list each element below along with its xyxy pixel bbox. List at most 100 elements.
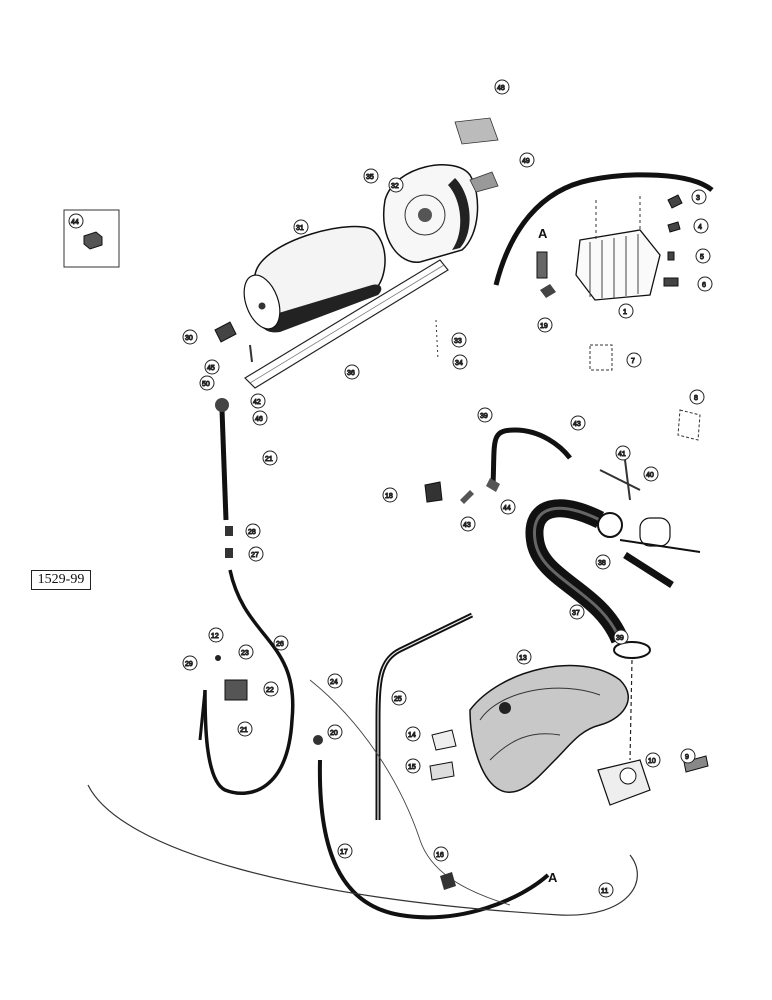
fitting-27 bbox=[225, 548, 233, 558]
svg-text:7: 7 bbox=[631, 358, 635, 365]
callout: 45 bbox=[204, 359, 220, 375]
svg-text:27: 27 bbox=[251, 552, 259, 559]
callout: 19 bbox=[537, 317, 553, 333]
connection-letter-lower: A bbox=[548, 870, 558, 885]
callout: 28 bbox=[245, 523, 261, 539]
svg-text:44: 44 bbox=[503, 505, 511, 512]
nut-12 bbox=[215, 655, 221, 661]
tube-25-highlight bbox=[377, 614, 473, 820]
callout: 30 bbox=[182, 329, 198, 345]
svg-text:32: 32 bbox=[391, 183, 399, 190]
callout: 27 bbox=[248, 546, 264, 562]
svg-text:26: 26 bbox=[276, 641, 284, 648]
connection-letter-upper: A bbox=[538, 226, 548, 241]
callout: 15 bbox=[405, 758, 421, 774]
svg-text:41: 41 bbox=[618, 451, 626, 458]
callout: 38 bbox=[595, 554, 611, 570]
callout: 18 bbox=[382, 487, 398, 503]
svg-text:45: 45 bbox=[207, 365, 215, 372]
callout: 32 bbox=[388, 177, 404, 193]
plug-9 bbox=[683, 755, 709, 773]
svg-text:25: 25 bbox=[394, 696, 402, 703]
callout: 34 bbox=[452, 354, 468, 370]
compressor-cover bbox=[382, 164, 479, 263]
valve-10 bbox=[597, 659, 651, 806]
callout: 10 bbox=[645, 752, 661, 768]
callout: 21 bbox=[237, 721, 253, 737]
callout: 6 bbox=[697, 276, 713, 292]
svg-text:49: 49 bbox=[522, 158, 530, 165]
svg-text:50: 50 bbox=[202, 381, 210, 388]
callout: 44 bbox=[500, 499, 516, 515]
callout: 35 bbox=[363, 168, 379, 184]
tube-25 bbox=[375, 612, 474, 820]
callout: 39 bbox=[477, 407, 493, 423]
callout: 24 bbox=[327, 673, 343, 689]
hose-26 bbox=[203, 569, 295, 795]
callout: 1 bbox=[618, 303, 634, 319]
hose-38-inner bbox=[532, 506, 622, 641]
svg-text:22: 22 bbox=[266, 687, 274, 694]
svg-text:20: 20 bbox=[330, 730, 338, 737]
svg-text:36: 36 bbox=[347, 370, 355, 377]
svg-text:15: 15 bbox=[408, 764, 416, 771]
hose-40 bbox=[490, 427, 572, 486]
callout: 26 bbox=[273, 635, 289, 651]
fitting-29-hose bbox=[198, 689, 207, 741]
part-18 bbox=[424, 481, 443, 503]
callout: 7 bbox=[626, 352, 642, 368]
svg-text:19: 19 bbox=[540, 323, 548, 330]
svg-text:10: 10 bbox=[648, 758, 656, 765]
svg-text:21: 21 bbox=[265, 456, 273, 463]
callout: 43 bbox=[460, 516, 476, 532]
callout: 12 bbox=[208, 627, 224, 643]
svg-text:44: 44 bbox=[71, 219, 79, 226]
svg-text:21: 21 bbox=[240, 727, 248, 734]
callout: 22 bbox=[263, 681, 279, 697]
svg-text:8: 8 bbox=[694, 395, 698, 402]
breather-cap bbox=[619, 517, 701, 588]
fitting-20 bbox=[313, 735, 323, 745]
callout: 23 bbox=[238, 644, 254, 660]
svg-text:38: 38 bbox=[598, 560, 606, 567]
svg-text:46: 46 bbox=[255, 416, 263, 423]
svg-text:40: 40 bbox=[646, 472, 654, 479]
callout: 46 bbox=[252, 410, 268, 426]
line-11-b bbox=[309, 679, 511, 906]
svg-text:30: 30 bbox=[185, 335, 193, 342]
gasket-49 bbox=[454, 117, 499, 145]
clamp-39-lower bbox=[613, 641, 651, 659]
callout: 20 bbox=[327, 724, 343, 740]
valve-31 bbox=[214, 321, 237, 343]
callout: 25 bbox=[391, 690, 407, 706]
svg-text:18: 18 bbox=[385, 493, 393, 500]
bracket-8 bbox=[677, 409, 701, 441]
svg-text:48: 48 bbox=[497, 85, 505, 92]
valve-21 bbox=[224, 679, 248, 701]
callout: 9 bbox=[680, 748, 696, 764]
part-14 bbox=[431, 729, 457, 751]
fittings-3-6 bbox=[663, 194, 683, 287]
callout: 3 bbox=[691, 189, 707, 205]
bracket-7 bbox=[589, 344, 613, 371]
svg-text:4: 4 bbox=[698, 224, 702, 231]
gasket-50 bbox=[469, 171, 499, 193]
svg-text:11: 11 bbox=[601, 888, 608, 895]
callout: 37 bbox=[569, 604, 585, 620]
callout: 29 bbox=[182, 655, 198, 671]
governor-assembly bbox=[575, 196, 661, 301]
callout: 49 bbox=[519, 152, 535, 168]
fitting-51 bbox=[215, 398, 229, 412]
fitting-41-42 bbox=[599, 459, 641, 501]
callout: 13 bbox=[516, 649, 532, 665]
callout: 43 bbox=[570, 415, 586, 431]
part-16 bbox=[440, 872, 456, 890]
callout: 40 bbox=[643, 466, 659, 482]
fitting-17 bbox=[536, 251, 556, 298]
svg-text:34: 34 bbox=[455, 360, 463, 367]
svg-text:23: 23 bbox=[241, 650, 249, 657]
svg-text:9: 9 bbox=[685, 754, 689, 761]
callout: 8 bbox=[689, 389, 705, 405]
svg-text:13: 13 bbox=[519, 655, 527, 662]
